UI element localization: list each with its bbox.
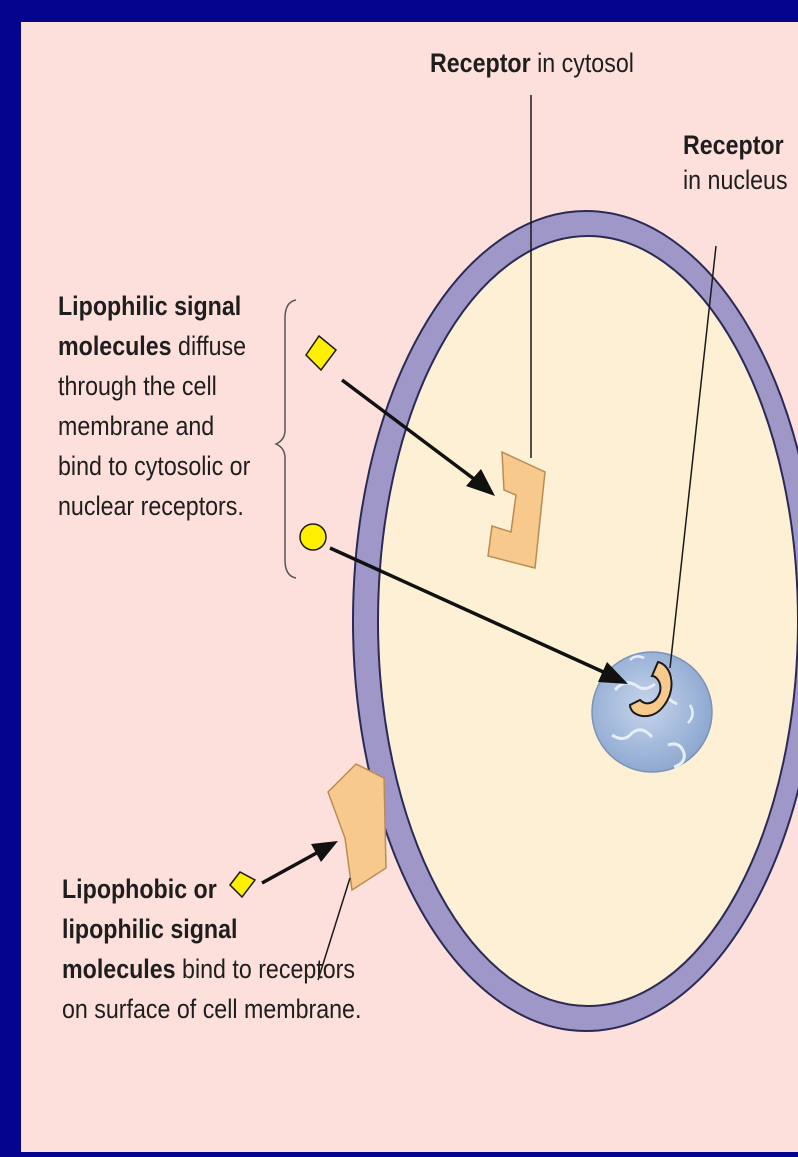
surface-label-line4: on surface of cell membrane.: [62, 989, 361, 1029]
lipophilic-label-line5: bind to cytosolic or: [58, 446, 250, 486]
ligand-circle-icon: [300, 524, 326, 550]
surface-label-line2: lipophilic signal: [62, 909, 361, 949]
surface-label-line3-text: bind to receptors: [176, 954, 355, 984]
cytosol-receptor-label-bold: Receptor: [430, 48, 531, 78]
nuclear-receptor-label: Receptor in nucleus: [683, 128, 788, 198]
nuclear-receptor-label-text: in nucleus: [683, 163, 788, 198]
lipophilic-label-line2: molecules diffuse: [58, 326, 250, 366]
cytosol-receptor-label: Receptor in cytosol: [430, 46, 634, 81]
cytosol-receptor-label-text: in cytosol: [531, 48, 634, 78]
lipophilic-label-line1: Lipophilic signal: [58, 286, 250, 326]
lipophilic-label-line6: nuclear receptors.: [58, 486, 250, 526]
lipophilic-label-line3: through the cell: [58, 366, 250, 406]
lipophilic-label-line2-bold: molecules: [58, 331, 172, 361]
nuclear-receptor-label-bold: Receptor: [683, 128, 788, 163]
surface-label-line3: molecules bind to receptors: [62, 949, 361, 989]
surface-label-line1: Lipophobic or: [62, 869, 361, 909]
surface-label-line3-bold: molecules: [62, 954, 176, 984]
lipophilic-label-line2-text: diffuse: [172, 331, 246, 361]
cytosol: [378, 236, 798, 1006]
surface-label: Lipophobic or lipophilic signal molecule…: [62, 869, 361, 1029]
lipophilic-label: Lipophilic signal molecules diffuse thro…: [58, 286, 250, 526]
lipophilic-label-line4: membrane and: [58, 406, 250, 446]
